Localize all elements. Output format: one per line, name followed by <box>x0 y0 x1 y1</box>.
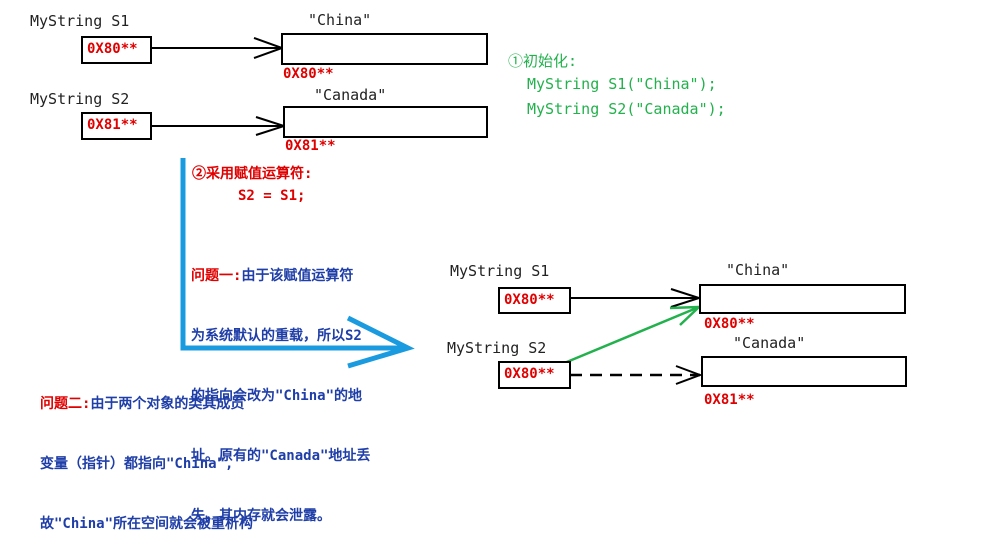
assign-title: ②采用赋值运算符: <box>192 166 313 182</box>
bottom-s2-memory-box <box>701 356 907 387</box>
bottom-s2-new-pointer-arrow <box>561 305 700 366</box>
top-s2-pointer-box: 0X81** <box>81 112 152 140</box>
problem-two-note: 问题二:由于两个对象的类其成员 变量（指针）都指向"China", 故"Chin… <box>40 354 253 554</box>
top-s2-memory-box <box>283 106 488 138</box>
problem-one-line-3: 的指向会改为"China"的地 <box>191 388 363 404</box>
problem-two-label: 问题二: <box>40 396 91 412</box>
problem-one-line-2: 为系统默认的重载，所以S2 <box>191 328 362 344</box>
problem-two-line-2: 变量（指针）都指向"China", <box>40 456 234 472</box>
init-title: ①初始化: <box>508 52 578 70</box>
top-s1-value-label: "China" <box>308 11 372 29</box>
bottom-s1-pointer-box: 0X80** <box>498 287 571 314</box>
bottom-s2-address-label: 0X81** <box>704 392 755 408</box>
bottom-s2-old-pointer-arrowhead <box>675 365 703 385</box>
top-s2-value-label: "Canada" <box>314 86 387 104</box>
problem-two-line-1: 由于两个对象的类其成员 <box>90 396 245 412</box>
top-s2-variable-label: MyString S2 <box>30 90 130 108</box>
assignment-flow-arrowhead <box>346 315 415 369</box>
top-s2-address-label: 0X81** <box>285 138 336 154</box>
bottom-s1-memory-box <box>699 284 906 314</box>
bottom-s2-pointer-box: 0X80** <box>498 361 571 389</box>
connector-layer <box>152 37 703 385</box>
bottom-s2-variable-label: MyString S2 <box>447 339 547 357</box>
bottom-s1-value-label: "China" <box>726 261 790 279</box>
init-line-2: MyString S2("Canada"); <box>527 100 726 118</box>
top-s1-address-label: 0X80** <box>283 66 334 82</box>
top-s1-memory-box <box>281 33 488 65</box>
bottom-s1-address-label: 0X80** <box>704 316 755 332</box>
top-s1-pointer-box: 0X80** <box>81 36 152 64</box>
top-s1-variable-label: MyString S1 <box>30 12 130 30</box>
problem-one-line-1: 由于该赋值运算符 <box>241 268 354 284</box>
assignment-flow-arrow <box>180 158 408 351</box>
problem-one-label: 问题一: <box>191 268 242 284</box>
bottom-s2-value-label: "Canada" <box>733 334 806 352</box>
problem-two-line-3: 故"China"所在空间就会被重析构 <box>40 516 254 532</box>
init-line-1: MyString S1("China"); <box>527 75 717 93</box>
bottom-s1-variable-label: MyString S1 <box>450 262 550 280</box>
assign-code: S2 = S1; <box>238 188 306 204</box>
